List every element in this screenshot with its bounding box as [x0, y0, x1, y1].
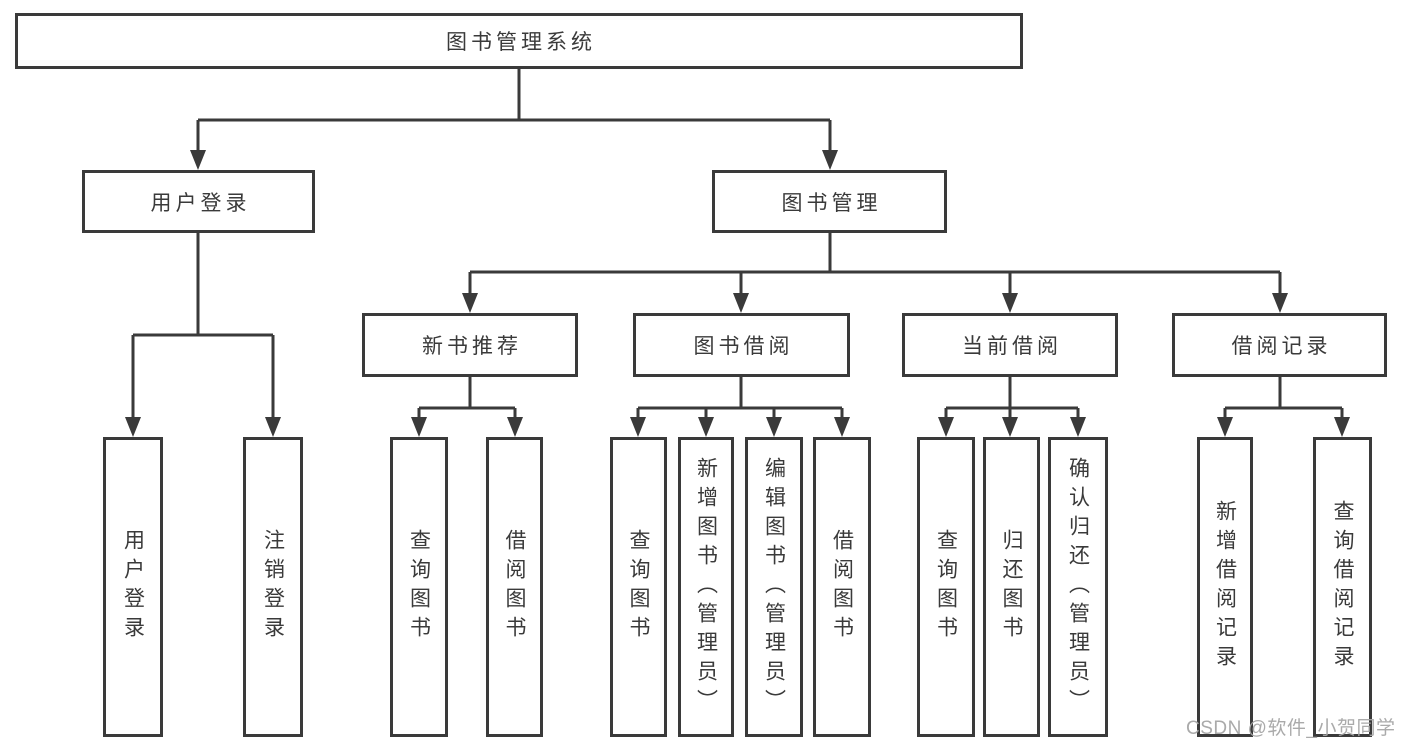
- arrowhead-icon: [766, 417, 782, 437]
- arrowhead-icon: [125, 417, 141, 437]
- arrowhead-icon: [822, 150, 838, 170]
- node-new-book-recommend-label: 新书推荐: [422, 335, 522, 358]
- leaf-bb-borrow-books: 借阅图书: [813, 437, 871, 737]
- node-new-book-recommend: 新书推荐: [362, 313, 578, 377]
- leaf-bb-add-books: 新增图书（管理员）: [678, 437, 734, 737]
- connector-user-login: [125, 233, 281, 437]
- node-user-login: 用户登录: [82, 170, 315, 233]
- connector-book-borrow: [630, 377, 850, 437]
- node-book-borrow: 图书借阅: [633, 313, 850, 377]
- leaf-br-add-record-label: 新增借阅记录: [1213, 500, 1237, 674]
- leaf-user-login: 用户登录: [103, 437, 163, 737]
- leaf-br-query-record: 查询借阅记录: [1313, 437, 1372, 737]
- arrowhead-icon: [698, 417, 714, 437]
- arrowhead-icon: [507, 417, 523, 437]
- connector-book-management: [462, 233, 1288, 313]
- leaf-br-add-record: 新增借阅记录: [1197, 437, 1253, 737]
- leaf-cb-query-books-label: 查询图书: [934, 529, 958, 645]
- leaf-bb-add-books-label: 新增图书（管理员）: [694, 456, 718, 718]
- arrowhead-icon: [1070, 417, 1086, 437]
- watermark: CSDN @软件_小贺同学: [1186, 718, 1396, 739]
- leaf-cb-return-books: 归还图书: [983, 437, 1040, 737]
- node-current-borrow: 当前借阅: [902, 313, 1118, 377]
- arrowhead-icon: [630, 417, 646, 437]
- node-book-management-label: 图书管理: [781, 191, 882, 215]
- node-root: 图书管理系统: [15, 13, 1023, 69]
- arrowhead-icon: [1002, 417, 1018, 437]
- leaf-nbr-borrow-books-label: 借阅图书: [503, 529, 526, 645]
- connector-borrow-records: [1217, 377, 1350, 437]
- leaf-bb-query-books: 查询图书: [610, 437, 667, 737]
- leaf-nbr-query-books: 查询图书: [390, 437, 448, 737]
- node-current-borrow-label: 当前借阅: [962, 335, 1062, 358]
- arrowhead-icon: [1217, 417, 1233, 437]
- arrowhead-icon: [265, 417, 281, 437]
- leaf-cb-return-books-label: 归还图书: [1000, 529, 1023, 645]
- leaf-user-login-label: 用户登录: [121, 529, 145, 645]
- arrowhead-icon: [1334, 417, 1350, 437]
- node-user-login-label: 用户登录: [150, 191, 251, 215]
- arrowhead-icon: [190, 150, 206, 170]
- leaf-bb-borrow-books-label: 借阅图书: [830, 529, 854, 645]
- connector-new-book-recommend: [411, 377, 523, 437]
- connector-root: [190, 69, 838, 170]
- node-book-borrow-label: 图书借阅: [693, 335, 794, 358]
- leaf-br-query-record-label: 查询借阅记录: [1331, 500, 1354, 674]
- node-book-management: 图书管理: [712, 170, 947, 233]
- leaf-logout-login-label: 注销登录: [261, 529, 285, 645]
- arrowhead-icon: [1002, 293, 1018, 313]
- leaf-nbr-borrow-books: 借阅图书: [486, 437, 543, 737]
- leaf-bb-edit-books-label: 编辑图书（管理员）: [762, 456, 786, 718]
- leaf-cb-confirm-return: 确认归还（管理员）: [1048, 437, 1108, 737]
- leaf-bb-query-books-label: 查询图书: [627, 529, 650, 645]
- node-root-label: 图书管理系统: [446, 31, 596, 54]
- arrowhead-icon: [834, 417, 850, 437]
- leaf-bb-edit-books: 编辑图书（管理员）: [745, 437, 803, 737]
- arrowhead-icon: [462, 293, 478, 313]
- node-borrow-records: 借阅记录: [1172, 313, 1387, 377]
- leaf-cb-confirm-return-label: 确认归还（管理员）: [1066, 456, 1090, 718]
- arrowhead-icon: [938, 417, 954, 437]
- leaf-cb-query-books: 查询图书: [917, 437, 975, 737]
- arrowhead-icon: [411, 417, 427, 437]
- arrowhead-icon: [733, 293, 749, 313]
- leaf-nbr-query-books-label: 查询图书: [407, 529, 431, 645]
- leaf-logout-login: 注销登录: [243, 437, 303, 737]
- node-borrow-records-label: 借阅记录: [1231, 335, 1332, 358]
- arrowhead-icon: [1272, 293, 1288, 313]
- connector-current-borrow: [938, 377, 1086, 437]
